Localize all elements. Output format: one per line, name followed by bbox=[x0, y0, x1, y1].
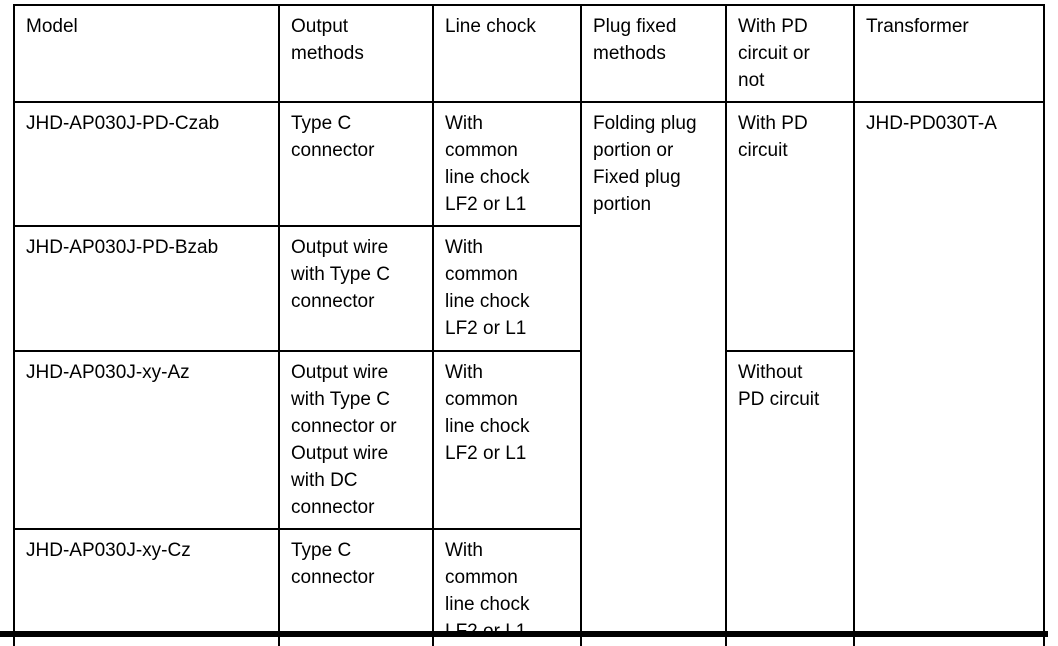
header-line-chock: Line chock bbox=[432, 4, 582, 103]
cell-model-2: JHD-AP030J-PD-Bzab bbox=[13, 225, 280, 352]
cell-chock-2: With common line chock LF2 or L1 bbox=[432, 225, 582, 352]
header-plug-fixed-methods: Plug fixed methods bbox=[580, 4, 727, 103]
table-row: JHD-AP030J-PD-Bzab Output wire with Type… bbox=[13, 225, 1044, 352]
page-bottom-rule bbox=[0, 631, 1048, 637]
table-row: JHD-AP030J-xy-Az Output wire with Type C… bbox=[13, 350, 1044, 646]
cell-chock-4: With common line chock LF2 or L1 bbox=[432, 528, 582, 646]
header-row: Model Output methods Line chock Plug fix… bbox=[13, 4, 1045, 103]
header-pd-circuit: With PD circuit or not bbox=[725, 4, 855, 103]
table-row: JHD-AP030J-PD-Czab Type C connector With… bbox=[13, 101, 1045, 646]
header-output-methods: Output methods bbox=[278, 4, 434, 103]
cell-model-1: JHD-AP030J-PD-Czab bbox=[13, 101, 280, 227]
cell-output-4: Type C connector bbox=[278, 528, 434, 646]
header-model: Model bbox=[13, 4, 280, 103]
cell-transformer-merged: JHD-PD030T-A bbox=[853, 101, 1045, 646]
cell-chock-1: With common line chock LF2 or L1 bbox=[432, 101, 582, 227]
cell-model-4: JHD-AP030J-xy-Cz bbox=[13, 528, 280, 646]
cell-with-pd-merged: With PD circuit bbox=[725, 101, 855, 352]
cell-output-3: Output wire with Type C connector or Out… bbox=[278, 350, 434, 530]
cell-output-2: Output wire with Type C connector bbox=[278, 225, 434, 352]
cell-output-1: Type C connector bbox=[278, 101, 434, 227]
table-row: JHD-AP030J-xy-Cz Type C connector With c… bbox=[13, 528, 1044, 646]
header-transformer: Transformer bbox=[853, 4, 1045, 103]
model-spec-table: Model Output methods Line chock Plug fix… bbox=[13, 4, 1045, 646]
cell-model-3: JHD-AP030J-xy-Az bbox=[13, 350, 280, 530]
cell-without-pd-merged: Without PD circuit bbox=[725, 350, 855, 646]
cell-plug-fixed-merged: Folding plug portion or Fixed plug porti… bbox=[580, 101, 727, 646]
cell-chock-3: With common line chock LF2 or L1 bbox=[432, 350, 582, 530]
